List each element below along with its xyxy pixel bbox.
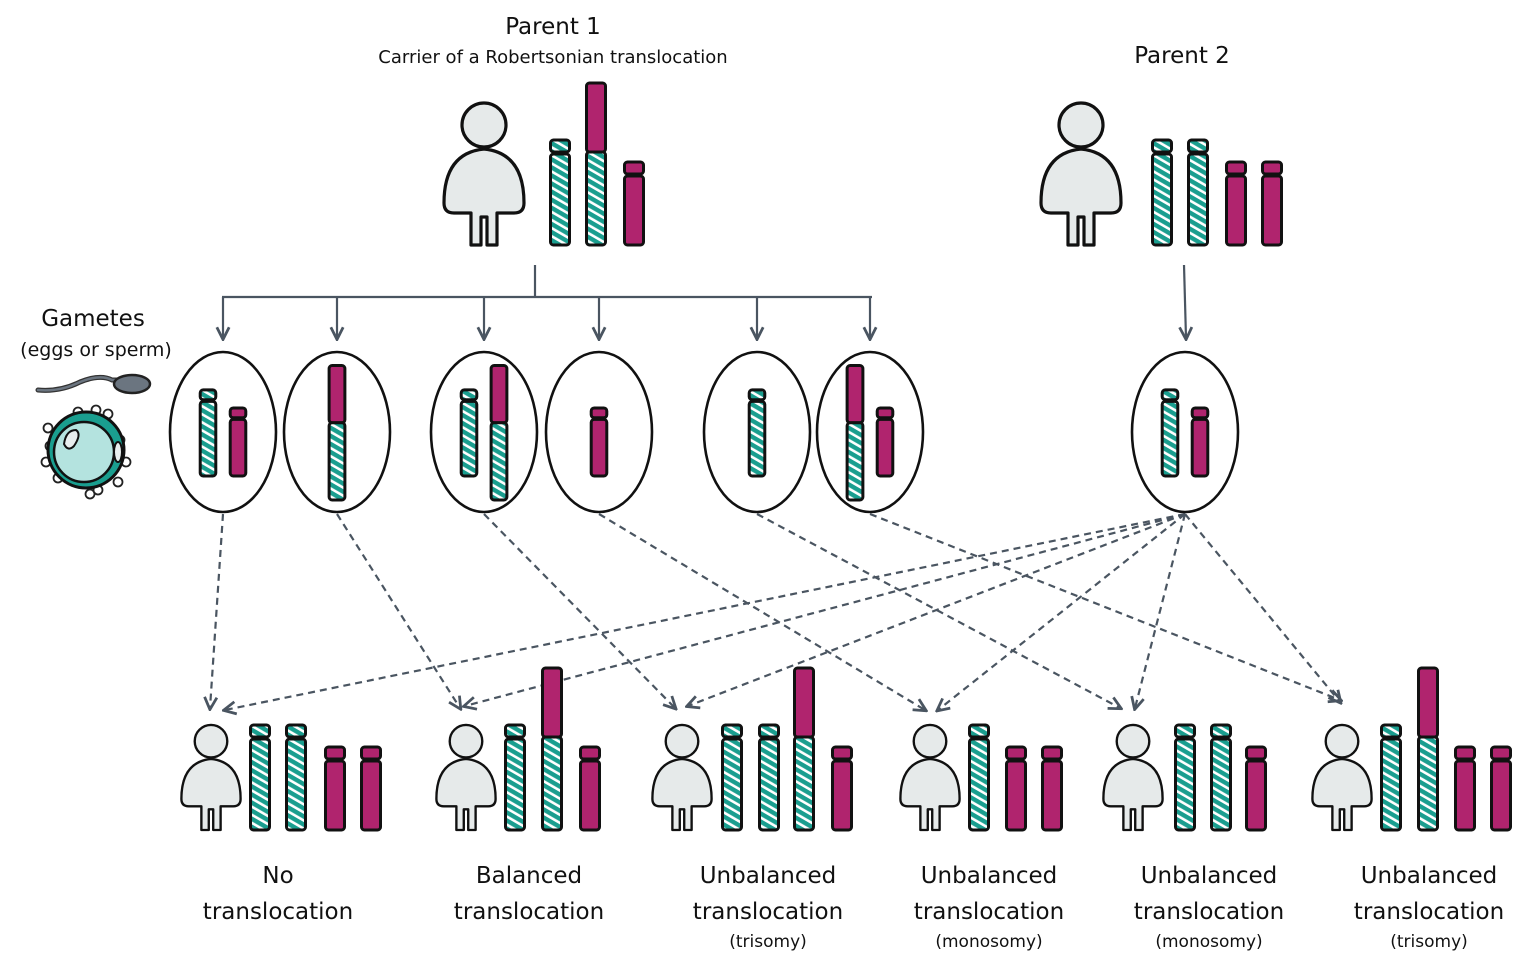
chromosome-teal bbox=[198, 388, 218, 478]
chromosome-magenta bbox=[831, 745, 853, 832]
offspring-label-line1: No bbox=[262, 863, 294, 889]
parent1-title: Parent 1 bbox=[505, 14, 601, 40]
chromosome-magenta bbox=[875, 406, 895, 478]
offspring-label-line1: Unbalanced bbox=[699, 863, 837, 889]
chromosome-fused bbox=[793, 666, 815, 832]
chromosome-magenta bbox=[1261, 160, 1283, 247]
sperm-icon bbox=[35, 373, 152, 395]
offspring-label-line2: translocation bbox=[1353, 899, 1505, 925]
chromosome-magenta bbox=[1041, 745, 1063, 832]
chromosome-teal bbox=[1380, 723, 1402, 832]
chromosome-teal bbox=[968, 723, 990, 832]
chromosome-teal bbox=[1160, 388, 1180, 478]
parent1-gamete bbox=[815, 350, 925, 514]
chromosome-magenta bbox=[1245, 745, 1267, 832]
fertilization-arrow bbox=[1184, 513, 1340, 702]
egg-icon bbox=[40, 404, 132, 500]
chromosome-fused bbox=[1417, 666, 1439, 832]
gametes-subtitle: (eggs or sperm) bbox=[20, 339, 172, 361]
fertilization-arrow bbox=[756, 513, 1120, 708]
chromosome-teal bbox=[285, 723, 307, 832]
offspring-label-line1: Unbalanced bbox=[920, 863, 1058, 889]
offspring-label-line2: translocation bbox=[692, 899, 844, 925]
chromosome-teal bbox=[459, 388, 479, 478]
offspring-label-line2: translocation bbox=[913, 899, 1065, 925]
offspring-person-icon bbox=[1102, 723, 1164, 832]
chromosome-magenta bbox=[623, 160, 645, 247]
parent1-person-icon bbox=[442, 101, 526, 247]
parent1-gamete bbox=[429, 350, 539, 514]
chromosome-magenta bbox=[324, 745, 346, 832]
chromosome-magenta bbox=[579, 745, 601, 832]
parent2-title: Parent 2 bbox=[1134, 43, 1230, 69]
chromosome-fused bbox=[845, 364, 865, 502]
chromosome-magenta bbox=[1454, 745, 1476, 832]
chromosome-fused bbox=[327, 364, 347, 502]
offspring-person-icon bbox=[435, 723, 497, 832]
fertilization-arrow bbox=[869, 512, 1340, 700]
chromosome-magenta bbox=[589, 406, 609, 478]
offspring-label-line1: Unbalanced bbox=[1140, 863, 1278, 889]
chromosome-magenta bbox=[1190, 406, 1210, 478]
chromosome-magenta bbox=[360, 745, 382, 832]
chromosome-teal bbox=[1174, 723, 1196, 832]
chromosome-fused bbox=[541, 666, 563, 832]
chromosome-teal bbox=[504, 723, 526, 832]
offspring-label-note: (trisomy) bbox=[1390, 932, 1468, 952]
chromosome-magenta bbox=[228, 406, 248, 478]
parent1-gamete bbox=[168, 350, 278, 514]
fertilization-arrow bbox=[1135, 513, 1187, 708]
gamete-arrow bbox=[1184, 264, 1186, 338]
fertilization-arrow bbox=[336, 513, 460, 708]
offspring-label-line2: translocation bbox=[202, 899, 354, 925]
parent1-subtitle: Carrier of a Robertsonian translocation bbox=[378, 47, 728, 68]
offspring-label-note: (monosomy) bbox=[935, 932, 1043, 952]
offspring-person-icon bbox=[899, 723, 961, 832]
chromosome-magenta bbox=[1490, 745, 1512, 832]
chromosome-teal bbox=[747, 388, 767, 478]
offspring-label-line2: translocation bbox=[453, 899, 605, 925]
offspring-label-note: (monosomy) bbox=[1155, 932, 1263, 952]
fertilization-arrow bbox=[465, 512, 1186, 706]
chromosome-teal bbox=[1210, 723, 1232, 832]
chromosome-magenta bbox=[1005, 745, 1027, 832]
fertilization-arrow bbox=[483, 513, 675, 708]
parent2-gamete bbox=[1130, 350, 1240, 514]
fertilization-arrow bbox=[938, 513, 1186, 710]
chromosome-teal bbox=[758, 723, 780, 832]
chromosome-teal bbox=[1187, 138, 1209, 247]
chromosome-teal bbox=[549, 138, 571, 247]
offspring-person-icon bbox=[1311, 723, 1373, 832]
gametes-title: Gametes bbox=[41, 306, 145, 332]
fertilization-arrow bbox=[210, 513, 225, 708]
chromosome-teal bbox=[1151, 138, 1173, 247]
chromosome-teal bbox=[249, 723, 271, 832]
fertilization-arrow bbox=[225, 512, 1186, 710]
chromosome-fused bbox=[585, 81, 607, 247]
fertilization-arrow bbox=[688, 512, 1186, 706]
offspring-label-line2: translocation bbox=[1133, 899, 1285, 925]
chromosome-teal bbox=[721, 723, 743, 832]
chromosome-fused bbox=[489, 364, 509, 502]
offspring-label-line1: Balanced bbox=[475, 863, 583, 889]
offspring-person-icon bbox=[651, 723, 713, 832]
parent2-person-icon bbox=[1039, 101, 1123, 247]
fertilization-arrow bbox=[598, 513, 925, 710]
chromosome-magenta bbox=[1225, 160, 1247, 247]
offspring-label-note: (trisomy) bbox=[729, 932, 807, 952]
offspring-person-icon bbox=[180, 723, 242, 832]
offspring-label-line1: Unbalanced bbox=[1360, 863, 1498, 889]
